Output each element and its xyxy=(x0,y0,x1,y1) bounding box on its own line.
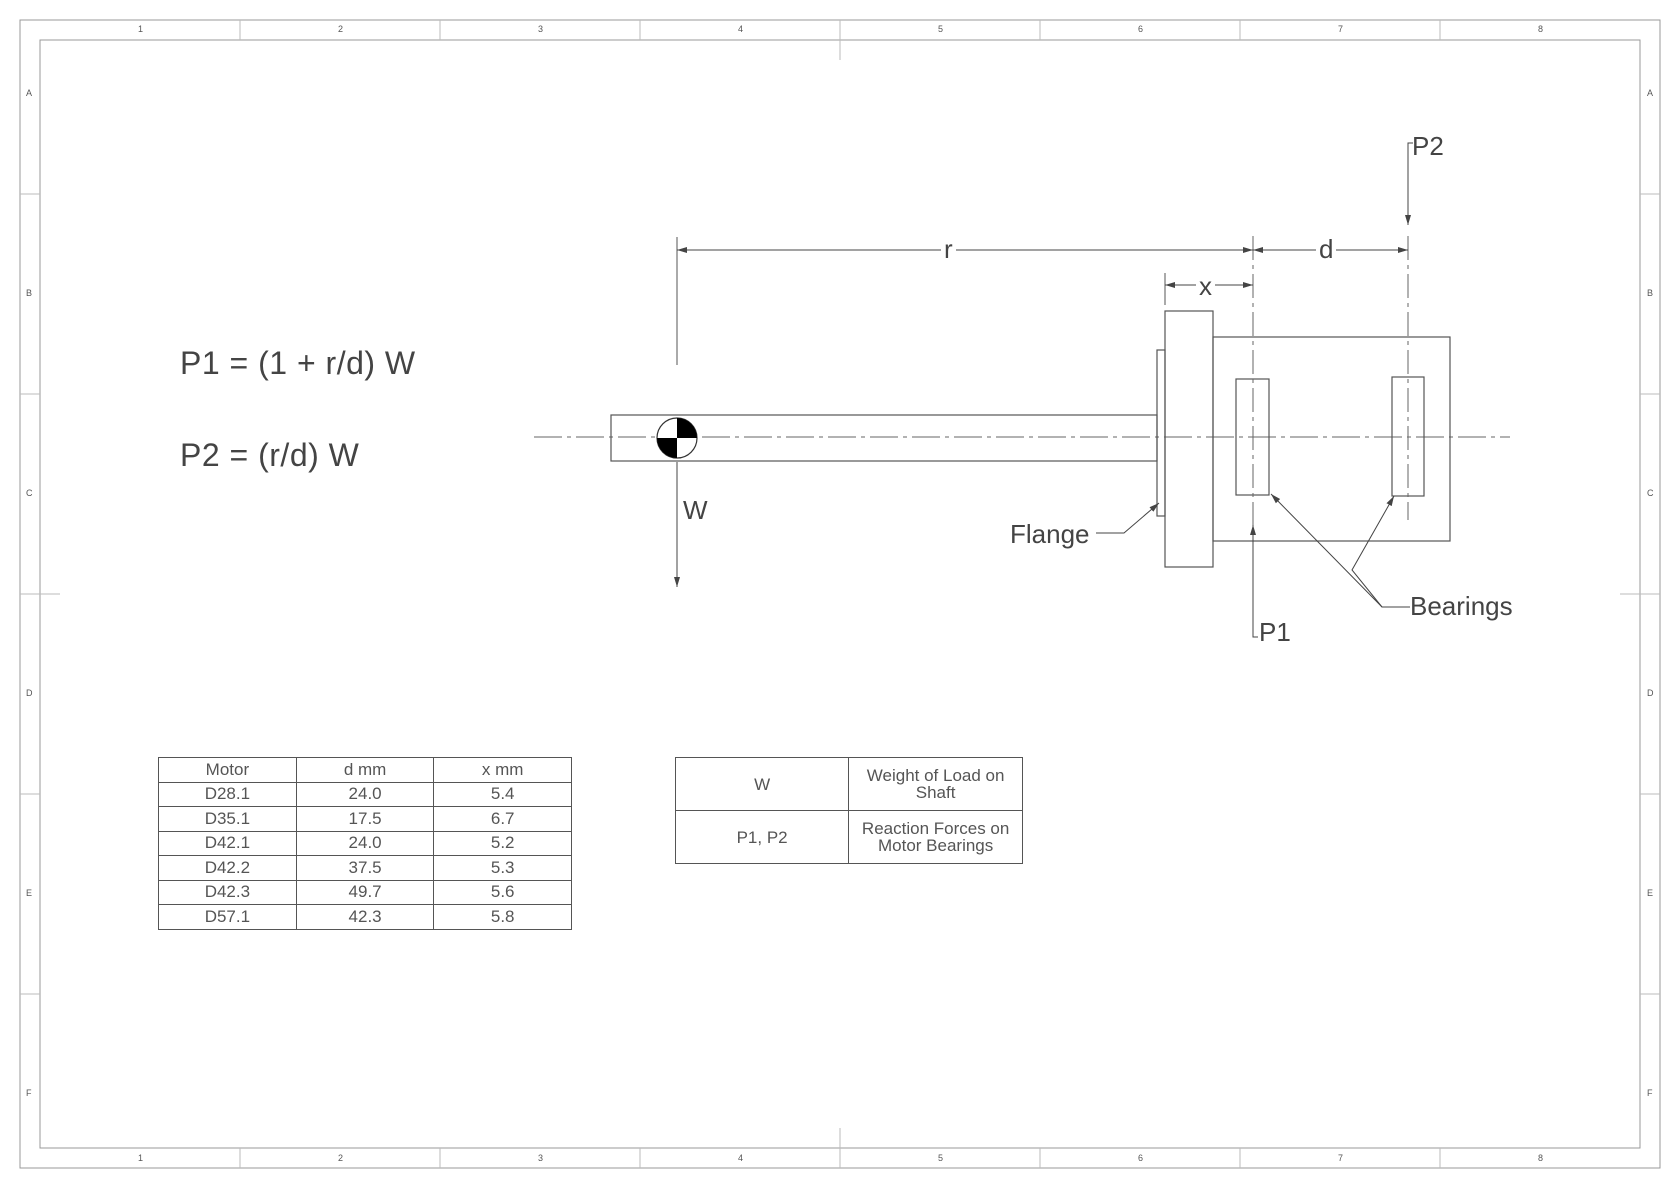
zone-col-8-top: 8 xyxy=(1538,24,1544,34)
legend-description-line: Weight of Load on xyxy=(866,766,1005,785)
dim-d-label: d xyxy=(1316,235,1337,263)
cell-d: 17.5 xyxy=(295,806,435,832)
zone-row-a-left: A xyxy=(26,88,33,98)
zone-col-5-bottom: 5 xyxy=(938,1153,944,1163)
table-row: D28.1 24.0 5.4 xyxy=(158,781,572,807)
legend-description: Reaction Forces on Motor Bearings xyxy=(848,810,1023,864)
w-label: W xyxy=(683,495,708,525)
p1-force-arrow xyxy=(1250,525,1258,638)
table-row: D42.2 37.5 5.3 xyxy=(158,855,572,881)
zone-col-1-top: 1 xyxy=(138,24,144,34)
table-row: D42.3 49.7 5.6 xyxy=(158,879,572,905)
zone-col-4-bottom: 4 xyxy=(738,1153,744,1163)
formula-p1: P1 = (1 + r/d) W xyxy=(180,345,416,381)
cell-d: 24.0 xyxy=(295,830,435,856)
zone-row-e-left: E xyxy=(26,888,33,898)
cell-d: 42.3 xyxy=(295,904,435,930)
zone-col-2-top: 2 xyxy=(338,24,344,34)
center-of-gravity-icon xyxy=(656,417,698,459)
inner-border xyxy=(39,39,1641,1149)
cell-motor: D35.1 xyxy=(158,806,297,832)
cell-x: 5.6 xyxy=(433,879,572,905)
dim-x-label: x xyxy=(1196,272,1215,300)
cell-motor: D42.3 xyxy=(158,879,297,905)
header-motor: Motor xyxy=(158,757,297,783)
bearings-label: Bearings xyxy=(1410,591,1513,621)
zone-col-7-bottom: 7 xyxy=(1338,1153,1344,1163)
cell-motor: D28.1 xyxy=(158,781,297,807)
table-header-row: Motor d mm x mm xyxy=(158,757,572,783)
legend-description-line: Shaft xyxy=(915,783,956,802)
cell-motor: D42.2 xyxy=(158,855,297,881)
zone-row-f-left: F xyxy=(26,1088,32,1098)
p1-label: P1 xyxy=(1259,617,1291,647)
motor-dimension-table: Motor d mm x mm D28.1 24.0 5.4 D35.1 17.… xyxy=(158,757,572,930)
zone-row-d-right: D xyxy=(1647,688,1654,698)
legend-description-line: Motor Bearings xyxy=(877,836,994,855)
header-d-mm: d mm xyxy=(295,757,435,783)
zone-col-7-top: 7 xyxy=(1338,24,1344,34)
symbol-legend-table: W Weight of Load on Shaft P1, P2 Reactio… xyxy=(674,757,1023,864)
cell-motor: D42.1 xyxy=(158,830,297,856)
flange-pilot xyxy=(1156,349,1166,517)
zone-col-1-bottom: 1 xyxy=(138,1153,144,1163)
cell-d: 37.5 xyxy=(295,855,435,881)
zone-row-e-right: E xyxy=(1647,888,1654,898)
cell-d: 49.7 xyxy=(295,879,435,905)
cell-motor: D57.1 xyxy=(158,904,297,930)
zone-col-5-top: 5 xyxy=(938,24,944,34)
zone-row-f-right: F xyxy=(1647,1088,1653,1098)
flange xyxy=(1164,310,1214,568)
cell-d: 24.0 xyxy=(295,781,435,807)
formula-p2: P2 = (r/d) W xyxy=(180,437,360,473)
bearings-leader-rear xyxy=(1351,495,1395,608)
cell-x: 5.4 xyxy=(433,781,572,807)
motor-body xyxy=(1212,336,1451,542)
p2-label: P2 xyxy=(1412,131,1444,161)
zone-col-4-top: 4 xyxy=(738,24,744,34)
zone-col-8-bottom: 8 xyxy=(1538,1153,1544,1163)
zone-ticks xyxy=(20,20,1660,1168)
cell-x: 5.8 xyxy=(433,904,572,930)
zone-row-c-right: C xyxy=(1647,488,1654,498)
header-x-mm: x mm xyxy=(433,757,572,783)
legend-description-line: Reaction Forces on xyxy=(861,819,1010,838)
cell-x: 5.2 xyxy=(433,830,572,856)
cell-x: 6.7 xyxy=(433,806,572,832)
zone-row-c-left: C xyxy=(26,488,33,498)
zone-row-b-right: B xyxy=(1647,288,1654,298)
zone-col-6-top: 6 xyxy=(1138,24,1144,34)
table-row: D35.1 17.5 6.7 xyxy=(158,806,572,832)
bearings-leader-front xyxy=(1270,493,1410,608)
zone-col-3-top: 3 xyxy=(538,24,544,34)
legend-symbol: P1, P2 xyxy=(674,810,850,864)
zone-row-a-right: A xyxy=(1647,88,1654,98)
p2-force-arrow xyxy=(1405,142,1413,225)
cell-x: 5.3 xyxy=(433,855,572,881)
table-row: D42.1 24.0 5.2 xyxy=(158,830,572,856)
flange-label: Flange xyxy=(1010,519,1090,549)
legend-row: P1, P2 Reaction Forces on Motor Bearings xyxy=(674,810,1023,864)
zone-col-3-bottom: 3 xyxy=(538,1153,544,1163)
table-row: D57.1 42.3 5.8 xyxy=(158,904,572,930)
flange-leader xyxy=(1096,502,1160,534)
legend-description: Weight of Load on Shaft xyxy=(848,757,1023,811)
zone-row-d-left: D xyxy=(26,688,33,698)
legend-row: W Weight of Load on Shaft xyxy=(674,757,1023,811)
dim-r-label: r xyxy=(941,235,956,263)
zone-col-2-bottom: 2 xyxy=(338,1153,344,1163)
zone-row-b-left: B xyxy=(26,288,33,298)
zone-col-6-bottom: 6 xyxy=(1138,1153,1144,1163)
legend-symbol: W xyxy=(674,757,850,811)
